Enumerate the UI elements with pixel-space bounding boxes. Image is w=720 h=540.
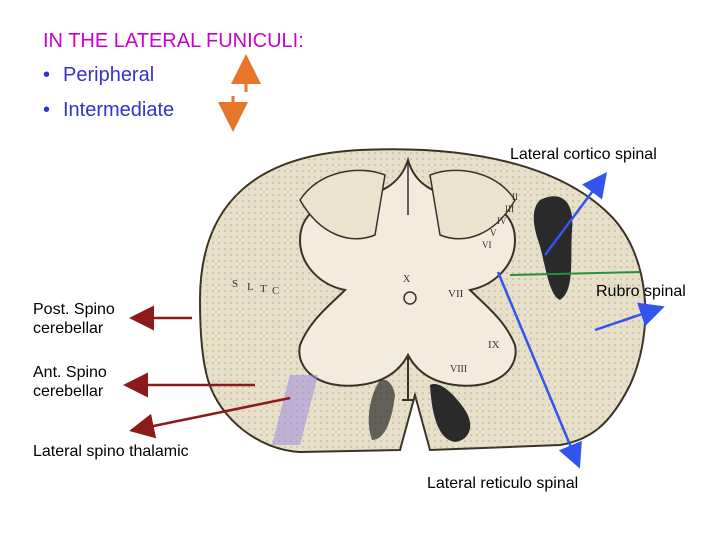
rubrospinal-arrow: [594, 302, 665, 332]
lamina-v-label: V: [490, 228, 497, 238]
ventral-dark-tract-2: [368, 379, 395, 440]
lamina-iv-label: IV: [497, 216, 507, 226]
ventral-dark-tract: [430, 384, 471, 442]
lamina-vi-label: VI: [482, 240, 492, 250]
tract-l-label: L: [247, 281, 254, 293]
label-rubro-spinal: Rubro spinal: [596, 283, 686, 300]
slide-heading: IN THE LATERAL FUNICULI:: [43, 30, 304, 52]
lamina-viii-label: VIII: [450, 364, 467, 375]
lamina-ix-label: IX: [488, 339, 500, 351]
label-lateral-spino-thalamic: Lateral spino thalamic: [33, 443, 189, 460]
tract-t-label: T: [260, 283, 267, 295]
tract-c-label: C: [272, 285, 279, 297]
label-line: Ant. Spino: [33, 364, 107, 381]
label-ant-spino-cerebellar: Ant. Spino cerebellar: [33, 363, 107, 401]
lateral-spinothalamic-arrow: [129, 396, 291, 439]
bullet-intermediate: • Intermediate: [43, 99, 174, 122]
left-dorsal-horn: [299, 169, 386, 240]
lamina-x-label: X: [403, 274, 411, 285]
lateral-corticospinal-arrow: [543, 171, 607, 256]
label-lateral-reticulo-spinal: Lateral reticulo spinal: [427, 475, 579, 492]
label-lateral-cortico-spinal: Lateral cortico spinal: [510, 146, 657, 163]
lamina-ii-label: II: [512, 192, 518, 202]
bullet-marker: •: [43, 64, 51, 86]
ventral-fissure: [402, 355, 414, 401]
spinothalamic-region: [272, 375, 318, 445]
lateral-reticulospinal-arrow: [496, 271, 582, 469]
bullet-text: Intermediate: [63, 99, 175, 121]
tract-s-label: S: [232, 278, 238, 290]
lamina-vii-label: VII: [448, 288, 464, 300]
lamina-iii-label: III: [505, 204, 514, 214]
bullet-peripheral: • Peripheral: [43, 64, 154, 87]
label-line: cerebellar: [33, 383, 104, 400]
bullet-marker: •: [43, 99, 51, 121]
label-post-spino-cerebellar: Post. Spino cerebellar: [33, 300, 115, 338]
central-canal: [403, 291, 417, 305]
label-line: Post. Spino: [33, 301, 115, 318]
green-boundary-line: [509, 271, 641, 276]
label-line: cerebellar: [33, 320, 104, 337]
right-dorsal-horn: [429, 169, 516, 240]
bullet-text: Peripheral: [63, 64, 155, 86]
